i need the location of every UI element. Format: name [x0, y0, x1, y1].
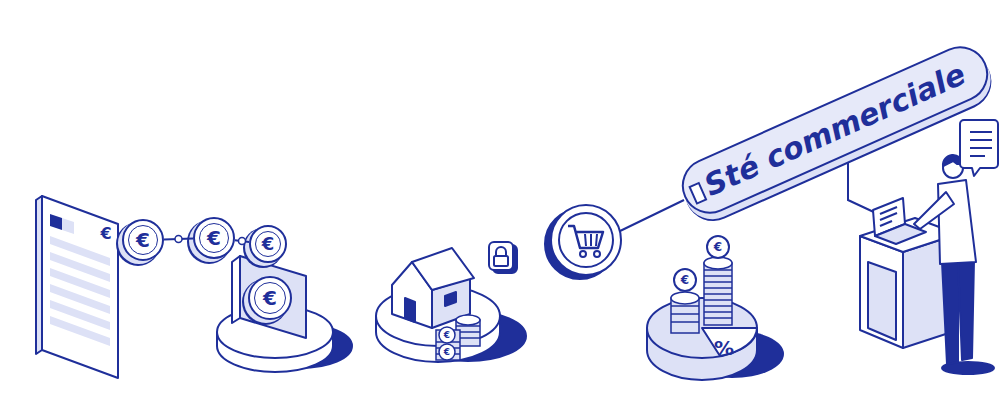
euro-coin: €	[122, 219, 164, 261]
chat-bubble	[960, 120, 998, 176]
symbol-text: €	[136, 230, 150, 250]
cart-badge	[551, 205, 621, 275]
coin-stack	[456, 315, 480, 325]
pie-outline	[704, 311, 732, 313]
cart-badge	[596, 234, 597, 246]
cart-badge	[590, 234, 592, 246]
phone-outline	[50, 214, 62, 230]
euro-coin: €	[249, 225, 287, 263]
wire-line	[848, 162, 878, 214]
coin-link	[238, 238, 245, 245]
wallet-box	[232, 256, 306, 338]
desk	[868, 262, 896, 340]
laptop	[880, 213, 897, 220]
coin-link	[164, 236, 193, 243]
symbol-text: €	[207, 228, 221, 248]
text-holder: €	[250, 278, 290, 318]
chat-bubble	[970, 147, 992, 149]
pie-outline	[671, 321, 699, 323]
laptop	[880, 207, 897, 214]
house-icon	[412, 248, 474, 290]
banner-text: Sté commerciale	[700, 59, 970, 201]
house-icon	[405, 298, 415, 322]
cart-badge	[568, 226, 603, 248]
lock-icon	[496, 247, 506, 256]
phone-outline	[62, 218, 74, 234]
currency-symbol: €	[444, 331, 450, 340]
cart-badge	[618, 200, 684, 232]
person-figure	[942, 262, 958, 364]
phone-outline	[30, 190, 125, 382]
pie-outline	[704, 263, 732, 325]
symbol-text: %	[714, 338, 734, 358]
cart-badge	[559, 213, 613, 267]
pie-outline	[704, 281, 732, 283]
text-holder: €	[251, 227, 285, 261]
pie-outline	[671, 292, 699, 304]
coin-link	[164, 238, 193, 241]
pie-outline	[674, 269, 696, 291]
symbol-text: €	[262, 235, 275, 253]
coin-stack	[439, 327, 455, 343]
text-holder: €	[100, 226, 111, 242]
chat-bubble	[970, 155, 985, 157]
coin-stack	[436, 315, 480, 360]
house-icon	[445, 292, 456, 306]
euro-coin: €	[193, 217, 235, 259]
pie-outline	[707, 236, 729, 258]
phone-outline	[50, 316, 110, 346]
currency-symbol: €	[714, 241, 722, 253]
pie-outline	[704, 317, 732, 319]
currency-symbol: €	[444, 348, 450, 357]
wallet-box	[232, 256, 240, 323]
phone-outline	[42, 196, 118, 378]
person-figure	[938, 180, 976, 264]
cart-badge	[594, 251, 600, 257]
lock-icon	[489, 242, 513, 270]
currency-symbol: €	[681, 274, 689, 286]
pie-outline	[640, 228, 780, 378]
wire-line	[848, 162, 878, 214]
cart-badge	[545, 200, 684, 279]
chat-bubble	[970, 139, 992, 141]
text-holder: %	[714, 338, 734, 358]
coin-link	[235, 240, 249, 242]
euro-coin: €	[248, 276, 292, 320]
cart-badge	[585, 234, 586, 246]
pie-outline	[671, 313, 699, 315]
person-figure	[914, 155, 994, 374]
symbol-text: €	[100, 226, 111, 242]
cart-badge	[580, 251, 586, 257]
phone-card: €	[30, 190, 125, 382]
chat-bubble	[970, 131, 992, 133]
pie-outline	[704, 293, 732, 295]
pie-outline	[704, 275, 732, 277]
text-holder: €	[124, 221, 162, 259]
lock-icon	[489, 242, 517, 273]
pie-chart: %	[640, 228, 780, 378]
pie-outline	[704, 299, 732, 301]
laptop	[880, 221, 892, 226]
wallet-box	[240, 256, 306, 338]
text-holder: €	[195, 219, 233, 257]
pie-outline	[704, 287, 732, 289]
pie-outline	[647, 298, 757, 358]
coin-link	[175, 236, 182, 243]
lock-icon	[494, 256, 508, 266]
chat-bubble	[960, 120, 998, 176]
symbol-text: €	[263, 288, 277, 308]
pie-outline	[671, 305, 699, 307]
coin-stack	[439, 344, 455, 360]
coin-link	[235, 238, 249, 245]
person-figure	[958, 260, 974, 360]
pie-outline	[704, 305, 732, 307]
person-figure	[914, 192, 954, 229]
desk	[860, 236, 903, 348]
